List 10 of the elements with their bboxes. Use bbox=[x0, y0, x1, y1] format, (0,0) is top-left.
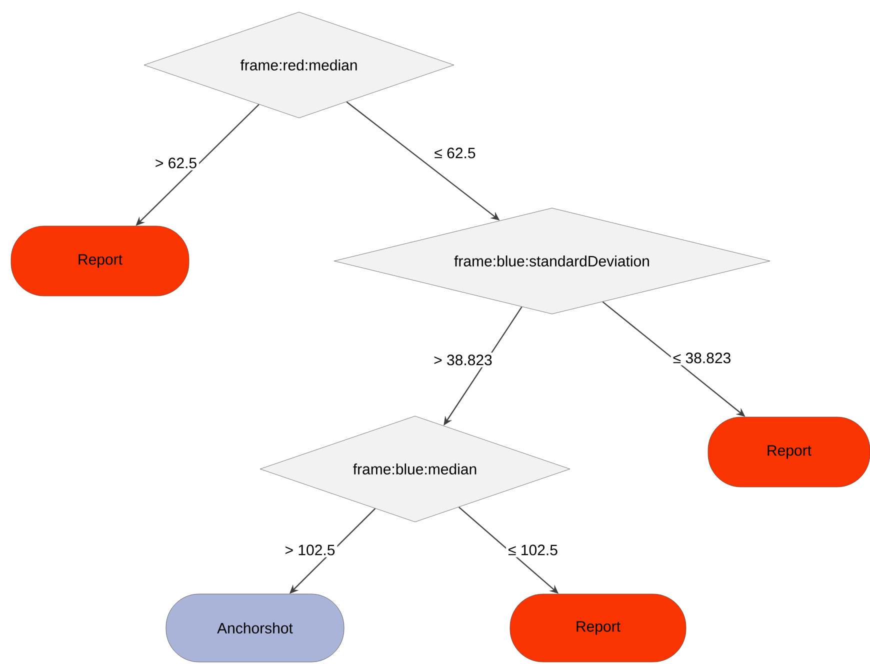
edge-label: ≤ 38.823 bbox=[670, 350, 734, 366]
terminal-box: Report bbox=[10, 226, 190, 296]
edge-label: ≤ 62.5 bbox=[432, 146, 478, 160]
edge-label: > 102.5 bbox=[282, 542, 338, 558]
terminal-box: Report bbox=[510, 594, 686, 662]
edge-label: > 38.823 bbox=[432, 352, 494, 368]
terminal-box: Report bbox=[708, 416, 870, 488]
edge-label: ≤ 102.5 bbox=[506, 542, 560, 558]
edge-label: > 62.5 bbox=[152, 156, 200, 170]
terminal-box: Anchorshot bbox=[166, 594, 344, 662]
